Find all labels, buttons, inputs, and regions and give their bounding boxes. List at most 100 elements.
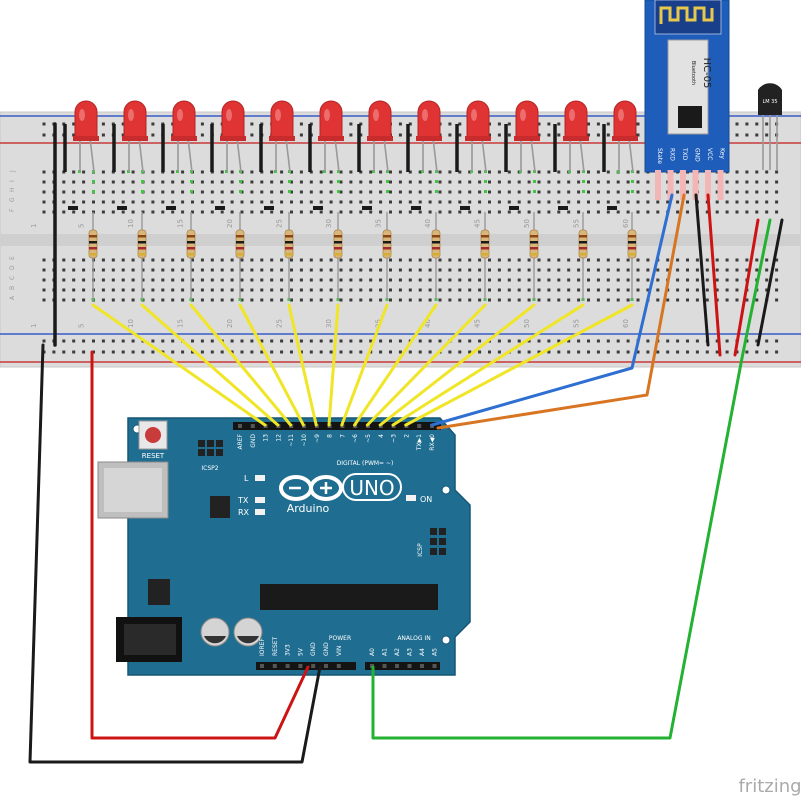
- row-letter: E: [9, 256, 16, 260]
- digital-pin-label: AREF: [237, 433, 244, 449]
- resistor-band: [285, 241, 293, 244]
- breadboard-hole: [299, 210, 303, 214]
- hc05-pin-label: State: [656, 148, 663, 164]
- breadboard-hole: [141, 210, 145, 214]
- breadboard-hole: [497, 190, 501, 194]
- breadboard-hole: [478, 298, 482, 302]
- column-number: 35: [375, 219, 383, 228]
- breadboard-hole: [468, 200, 472, 204]
- breadboard-hole: [101, 278, 105, 282]
- breadboard-hole: [131, 339, 135, 343]
- breadboard-hole: [497, 339, 501, 343]
- breadboard-hole: [389, 339, 392, 343]
- icsp-pin: [430, 548, 437, 555]
- breadboard-hole: [695, 298, 699, 302]
- breadboard-hole: [695, 288, 699, 292]
- breadboard-hole: [567, 200, 571, 204]
- resistor-band: [579, 241, 587, 244]
- resistor-band: [138, 253, 146, 256]
- breadboard-hole: [745, 258, 749, 262]
- breadboard-hole: [62, 210, 66, 214]
- led-highlight: [275, 109, 281, 121]
- led-l: [255, 475, 265, 481]
- breadboard-hole: [121, 122, 125, 126]
- breadboard-hole: [82, 190, 86, 194]
- breadboard-hole: [715, 268, 719, 272]
- breadboard-hole: [755, 298, 759, 302]
- signal-wire-yellow: [391, 303, 585, 427]
- power-header: [256, 662, 356, 670]
- breadboard-hole: [438, 298, 442, 302]
- breadboard-hole: [230, 180, 234, 184]
- breadboard-hole: [587, 278, 590, 282]
- breadboard-hole: [349, 288, 353, 292]
- signal-wire-yellow: [327, 303, 340, 427]
- breadboard-hole: [72, 268, 76, 272]
- column-number: 55: [573, 219, 581, 228]
- breadboard-hole: [191, 350, 194, 354]
- breadboard-hole: [547, 200, 551, 204]
- led: [465, 100, 491, 173]
- column-number: 25: [276, 219, 284, 228]
- breadboard-hole: [200, 210, 204, 214]
- icsp-pin: [439, 528, 446, 535]
- breadboard-hole: [349, 170, 353, 174]
- breadboard-hole: [428, 210, 432, 214]
- reset-button[interactable]: [138, 420, 168, 450]
- breadboard-hole: [389, 268, 392, 272]
- breadboard-hole: [171, 190, 175, 194]
- breadboard-hole: [557, 288, 561, 292]
- breadboard-hole: [686, 339, 689, 343]
- breadboard-hole: [101, 180, 105, 184]
- breadboard-hole: [101, 200, 105, 204]
- breadboard-hole: [319, 278, 323, 282]
- led-l-label: L: [244, 474, 249, 483]
- icsp2-label: ICSP2: [201, 465, 218, 472]
- resistor-band: [432, 253, 440, 256]
- breadboard-hole: [230, 210, 234, 214]
- column-number: 50: [523, 219, 531, 228]
- breadboard-hole: [240, 278, 244, 282]
- breadboard-hole: [42, 122, 46, 126]
- breadboard-hole: [250, 298, 254, 302]
- breadboard-hole: [478, 258, 482, 262]
- breadboard-hole: [755, 339, 759, 343]
- breadboard-hole: [408, 268, 412, 272]
- lm35-temperature-sensor: LM 35: [758, 83, 782, 170]
- breadboard-hole: [379, 190, 383, 194]
- breadboard-hole: [290, 298, 293, 302]
- column-number: 30: [325, 319, 333, 328]
- breadboard-hole: [220, 180, 224, 184]
- breadboard-hole: [626, 190, 630, 194]
- breadboard-hole: [408, 180, 412, 184]
- breadboard-hole: [537, 190, 541, 194]
- breadboard-hole: [527, 339, 531, 343]
- breadboard-hole: [101, 190, 105, 194]
- breadboard-hole: [230, 258, 234, 262]
- reset-button-cap[interactable]: [145, 427, 161, 443]
- breadboard-hole: [705, 288, 709, 292]
- breadboard-hole: [507, 170, 511, 174]
- breadboard-hole: [676, 339, 680, 343]
- breadboard-hole: [101, 288, 105, 292]
- breadboard-hole: [379, 298, 383, 302]
- breadboard-hole: [389, 180, 392, 184]
- breadboard-hole: [329, 298, 333, 302]
- breadboard-hole: [478, 210, 482, 214]
- breadboard-hole: [349, 190, 353, 194]
- breadboard-hole: [349, 268, 353, 272]
- breadboard-hole: [369, 339, 373, 343]
- breadboard-hole: [339, 210, 343, 214]
- breadboard-hole: [428, 350, 432, 354]
- connected-hole: [337, 190, 340, 193]
- breadboard-hole: [646, 278, 650, 282]
- breadboard-hole: [161, 200, 165, 204]
- breadboard-hole: [666, 200, 670, 204]
- hc05-sub-label: Bluetooth: [690, 61, 696, 85]
- breadboard-hole: [210, 268, 214, 272]
- header-hole: [382, 664, 387, 668]
- breadboard-hole: [567, 350, 571, 354]
- breadboard-hole: [478, 180, 482, 184]
